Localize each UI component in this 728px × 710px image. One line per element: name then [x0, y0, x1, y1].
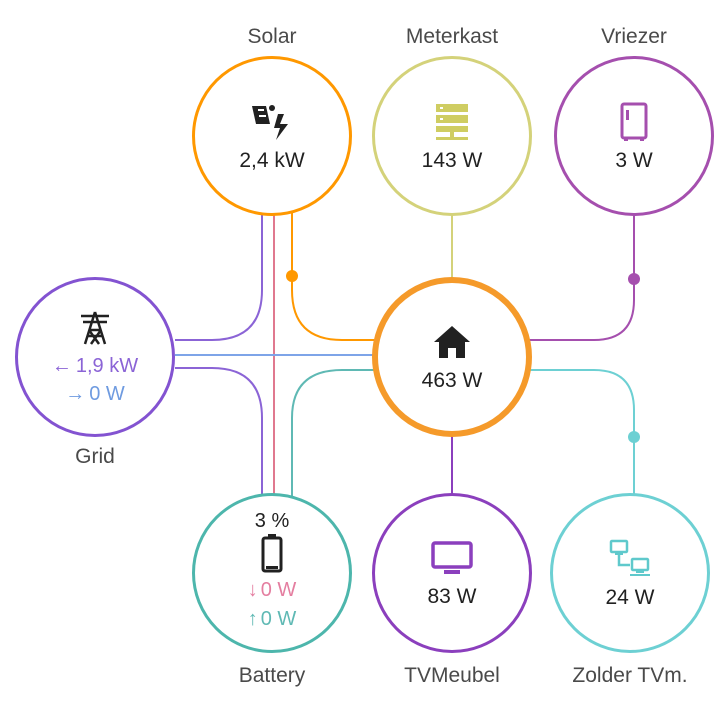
flow-vriezer-dot — [628, 273, 640, 285]
flow-vriezer — [527, 212, 635, 341]
battery-low-icon — [261, 534, 283, 573]
battery-in-value: 0 W — [260, 579, 297, 601]
arrow-right-icon: → — [65, 383, 86, 405]
arrow-down-icon: ↓ — [247, 579, 258, 601]
vriezer-node[interactable]: 3 W — [554, 56, 714, 216]
solar-label: Solar — [247, 25, 297, 48]
flow-solar-to-home — [291, 212, 375, 341]
flow-solar-to-grid — [175, 212, 263, 341]
transmission-tower-icon — [81, 311, 109, 345]
fridge-icon — [620, 102, 648, 141]
flow-grid-to-battery — [175, 367, 263, 497]
tvmeubel-node[interactable]: 83 W — [372, 493, 532, 653]
battery-node[interactable]: 3 % ↓ 0 W ↑ 0 W — [192, 493, 352, 653]
meterkast-label: Meterkast — [405, 25, 499, 48]
battery-out-value: 0 W — [260, 608, 297, 630]
meterkast-node[interactable]: 143 W — [372, 56, 532, 216]
flow-zolder — [527, 369, 635, 497]
solar-value: 2,4 kW — [239, 148, 305, 172]
monitor-icon — [431, 540, 473, 574]
server-icon — [436, 103, 468, 140]
battery-label: Battery — [238, 664, 306, 687]
flow-zolder-dot — [628, 431, 640, 443]
arrow-left-icon: ← — [51, 355, 72, 377]
battery-percent: 3 % — [254, 510, 290, 532]
zolder-node[interactable]: 24 W — [550, 493, 710, 653]
grid-return-value: 0 W — [89, 383, 125, 405]
flow-solar-dot — [286, 270, 298, 282]
grid-node[interactable]: ← 1,9 kW → 0 W — [15, 277, 175, 437]
zolder-value: 24 W — [605, 585, 655, 609]
grid-consumption-value: 1,9 kW — [75, 355, 139, 377]
zolder-label: Zolder TVm. — [572, 664, 688, 687]
tvmeubel-label: TVMeubel — [404, 664, 500, 687]
network-icon — [609, 539, 650, 576]
grid-return: → 0 W — [65, 384, 125, 404]
solar-power-icon — [252, 104, 288, 140]
arrow-up-icon: ↑ — [247, 608, 258, 630]
home-icon — [434, 325, 470, 358]
home-value: 463 W — [421, 368, 483, 392]
tvmeubel-value: 83 W — [427, 584, 477, 608]
vriezer-value: 3 W — [615, 148, 653, 172]
solar-node[interactable]: 2,4 kW — [192, 56, 352, 216]
flow-battery-to-home — [291, 369, 375, 497]
vriezer-label: Vriezer — [601, 25, 667, 48]
meterkast-value: 143 W — [421, 148, 483, 172]
grid-label: Grid — [75, 445, 115, 468]
battery-out: ↑ 0 W — [248, 608, 297, 631]
battery-in: ↓ 0 W — [248, 579, 297, 602]
home-node[interactable]: 463 W — [372, 277, 532, 437]
grid-consumption: ← 1,9 kW — [52, 356, 138, 376]
